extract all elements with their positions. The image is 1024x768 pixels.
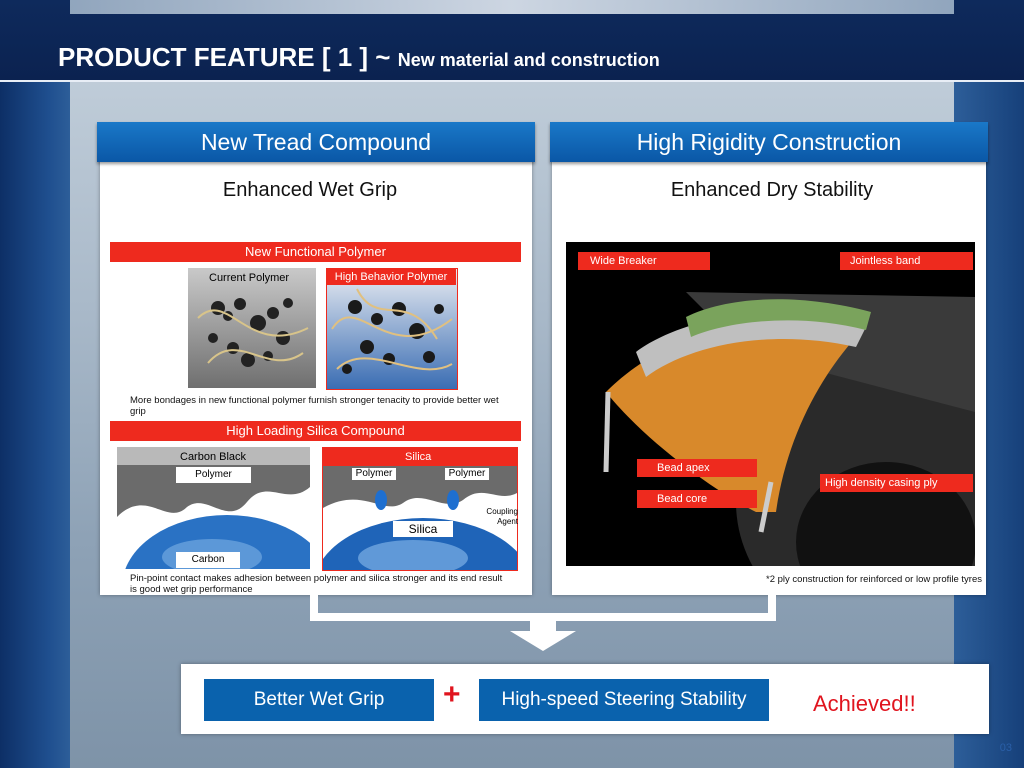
tire-cutaway-image — [566, 242, 975, 566]
silica-sphere-label: Silica — [393, 521, 453, 537]
high-behavior-polymer-illustration — [331, 288, 453, 374]
left-heading: New Tread Compound — [97, 122, 535, 162]
left-decorative-band — [0, 0, 70, 768]
silica-polymer-label-a: Polymer — [352, 468, 396, 480]
current-polymer-label: Current Polymer — [209, 272, 290, 284]
casing-ply-label: High density casing ply — [820, 474, 973, 492]
high-behavior-polymer-image — [326, 268, 458, 390]
plus-sign: + — [443, 678, 461, 711]
carbon-black-image — [117, 447, 310, 569]
wet-grip-box: Better Wet Grip — [202, 677, 436, 723]
jointless-band-label: Jointless band — [840, 252, 973, 270]
silica-image — [322, 447, 518, 571]
tire-cutaway-illustration — [603, 292, 975, 566]
page-title: PRODUCT FEATURE [ 1 ] ~ New material and… — [58, 42, 660, 73]
silica-compound-bar: High Loading Silica Compound — [110, 421, 521, 441]
title-stripe — [70, 0, 954, 14]
bead-core-label: Bead core — [637, 490, 757, 508]
bead-apex-label: Bead apex — [637, 459, 757, 477]
achieved-text: Achieved!! — [813, 691, 916, 716]
carbon-black-title: Carbon Black — [180, 451, 247, 463]
carbon-black-polymer-label: Polymer — [176, 467, 251, 483]
silica-title: Silica — [405, 451, 432, 463]
title-main: PRODUCT FEATURE [ 1 ] ~ — [58, 42, 391, 72]
silica-polymer-label-b: Polymer — [445, 468, 489, 480]
wide-breaker-label: Wide Breaker — [578, 252, 710, 270]
polymer-note: More bondages in new functional polymer … — [130, 395, 499, 417]
high-behavior-polymer-label: High Behavior Polymer — [326, 269, 456, 285]
carbon-black-illustration — [117, 447, 310, 569]
merge-arrow — [310, 595, 776, 651]
title-bar: PRODUCT FEATURE [ 1 ] ~ New material and… — [0, 0, 1024, 82]
carbon-label: Carbon — [176, 552, 240, 568]
title-sub: New material and construction — [397, 50, 660, 70]
coupling-agent-label: Coupling Agent — [486, 507, 518, 526]
new-polymer-bar: New Functional Polymer — [110, 242, 521, 262]
right-heading: High Rigidity Construction — [550, 122, 988, 162]
silica-note: Pin-point contact makes adhesion between… — [130, 573, 503, 595]
right-subtitle: Enhanced Dry Stability — [670, 179, 874, 201]
current-polymer-illustration — [197, 298, 309, 367]
steering-stability-box: High-speed Steering Stability — [477, 677, 771, 723]
page-number: 03 — [999, 742, 1012, 754]
left-subtitle: Enhanced Wet Grip — [222, 179, 398, 201]
ply-footnote: *2 ply construction for reinforced or lo… — [766, 574, 982, 585]
current-polymer-image — [188, 268, 316, 388]
